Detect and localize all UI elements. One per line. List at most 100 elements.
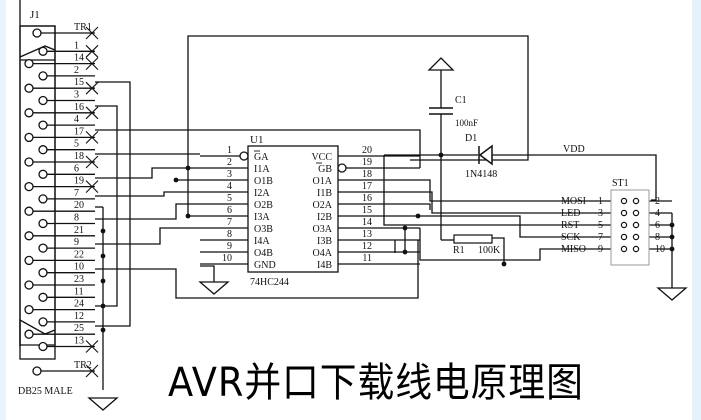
ic-pin-number: 11 — [362, 253, 372, 264]
connector-pin-label: 21 — [74, 225, 84, 236]
resistor-body — [453, 234, 493, 244]
connector-pin-circle — [24, 58, 34, 69]
no-connect-icon — [85, 180, 99, 193]
resistor-ref: R1 — [453, 245, 465, 256]
ic-pin-name: GA — [254, 152, 269, 163]
connector-pin-circle — [38, 46, 48, 56]
ic-pin-name: I3B — [317, 236, 332, 247]
ic-pin-name: I1B — [317, 188, 332, 199]
junction-dot — [501, 261, 507, 267]
connector-pin-circle — [38, 341, 48, 352]
header-pin-even: 6 — [655, 220, 660, 231]
header-pin-odd-circle — [620, 233, 628, 241]
junction-dot — [402, 249, 408, 255]
header-pin-odd-circle — [620, 221, 628, 229]
ic-pin-name: GB — [318, 164, 332, 175]
miso-net — [419, 228, 621, 261]
ground-icon — [656, 287, 688, 301]
junction-dot — [173, 177, 179, 183]
ic-pin-number: 20 — [362, 145, 372, 156]
connector-pin-circle — [24, 255, 34, 266]
wire — [95, 203, 200, 220]
connector-pin-circle — [38, 95, 48, 106]
header-signal-label: MISO — [561, 244, 586, 255]
no-connect-icon — [85, 155, 99, 169]
header-pin-even-circle — [632, 197, 640, 205]
wire — [95, 191, 200, 197]
header-pin-odd-circle — [620, 197, 628, 205]
header-pin-even-circle — [632, 221, 640, 229]
header-signal-label: MOSI — [561, 196, 586, 207]
header-pin-odd: 3 — [598, 208, 603, 219]
header-pin-odd-circle — [620, 245, 628, 253]
no-connect-icon — [85, 81, 99, 95]
header-pin-odd: 7 — [598, 232, 603, 243]
connector-pin-circle — [38, 268, 48, 278]
mosi-net — [420, 179, 621, 202]
connector-pin-label: TR1 — [74, 22, 92, 33]
ic-pin-number: 16 — [362, 193, 372, 204]
junction-dot — [100, 278, 106, 284]
ic-pin-number: 13 — [362, 229, 372, 240]
led-net — [420, 191, 621, 214]
ic-ref: U1 — [250, 134, 263, 146]
ic-pin-number: 12 — [362, 241, 372, 252]
diagram-title: AVR并口下载线电原理图 — [168, 360, 584, 406]
connector-pin-circle — [24, 132, 34, 143]
connector-frame — [19, 25, 56, 360]
connector-pin-label: 24 — [74, 299, 84, 310]
ic-pin-name: O2A — [313, 200, 333, 211]
no-connect-icon — [85, 106, 99, 120]
no-connect-icon — [85, 57, 99, 70]
no-connect-icon — [85, 340, 99, 353]
connector-pin-label: 8 — [74, 213, 79, 224]
junction-dot — [100, 327, 106, 333]
diode-part: 1N4148 — [465, 169, 497, 180]
header-signal-label: SCK — [561, 232, 581, 243]
connector-pin-label: 7 — [74, 188, 79, 199]
no-connect-icon — [85, 131, 99, 144]
no-connect-icon — [85, 44, 99, 58]
power-icon — [427, 57, 455, 71]
connector-name: DB25 MALE — [18, 386, 73, 397]
db25-pin4-net — [95, 129, 421, 168]
connector-pin-circle — [38, 145, 48, 155]
header-pin-even-circle — [632, 233, 640, 241]
ic-pin-name: I2A — [254, 188, 270, 199]
connector-pin-circle — [38, 292, 48, 302]
connector-pin-label: 19 — [74, 176, 84, 187]
connector-pin-circle — [24, 206, 34, 216]
connector-pin-label: 4 — [74, 114, 79, 125]
ic-pin-name: O3A — [313, 224, 333, 235]
vdd-label: VDD — [563, 144, 585, 155]
connector-pin-circle — [24, 231, 34, 241]
diode-ref: D1 — [465, 133, 477, 144]
ic-pin-name: O1A — [313, 176, 333, 187]
ground-icon — [198, 281, 230, 295]
connector-pin-circle — [38, 169, 48, 179]
connector-chamfer — [19, 45, 56, 58]
left-border — [0, 0, 6, 420]
connector-pin-label: 2 — [74, 65, 79, 76]
ic-pin-number: 1 — [227, 145, 232, 156]
header-signal-label: LED — [561, 208, 580, 219]
junction-dot — [185, 165, 191, 171]
ic-pin-name: O3B — [254, 224, 273, 235]
connector-pin-label: 9 — [74, 237, 79, 248]
header-pin-even: 2 — [655, 196, 660, 207]
connector-pin-circle — [38, 71, 48, 81]
wire — [200, 265, 215, 282]
header-signal-label: RST — [561, 220, 579, 231]
diode-symbol — [478, 144, 493, 166]
ic-pin-name: O2B — [254, 200, 273, 211]
ic-pin-number: 6 — [227, 205, 232, 216]
wire — [492, 237, 505, 264]
connector-pin-circle — [38, 194, 48, 204]
connector-ref: J1 — [30, 9, 40, 21]
wire — [95, 167, 200, 179]
ic-pin-number: 14 — [362, 217, 372, 228]
rst-net — [383, 155, 621, 226]
ic-pin-number: 9 — [227, 241, 232, 252]
